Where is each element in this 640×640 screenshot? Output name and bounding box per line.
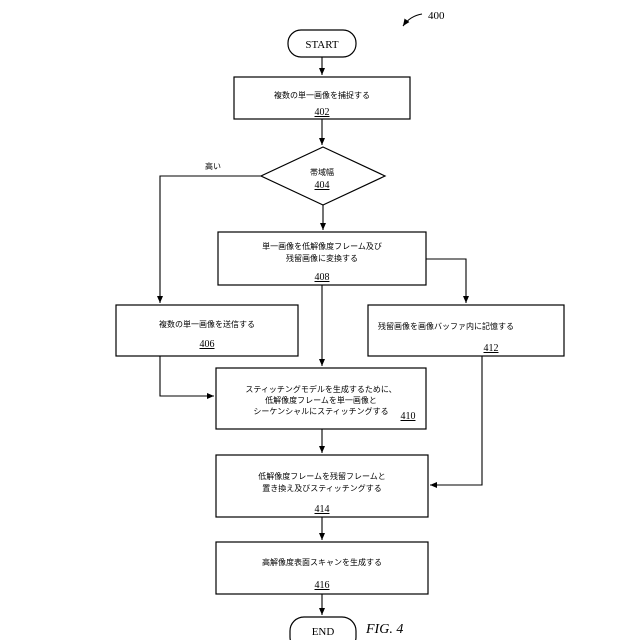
figure-reference: 400 — [403, 10, 445, 26]
step-414-number: 414 — [315, 504, 330, 515]
step-416: 高解像度表面スキャンを生成する 416 — [216, 542, 428, 594]
start-terminal: START — [288, 30, 356, 57]
step-406-number: 406 — [200, 339, 215, 350]
step-412-number: 412 — [484, 343, 499, 354]
figure-ref-arrow — [403, 14, 422, 26]
step-408-number: 408 — [315, 272, 330, 283]
edge-406-410 — [160, 356, 214, 396]
step-406-text: 複数の単一画像を送信する — [159, 319, 255, 329]
figure-caption: FIG. 4 — [365, 622, 403, 637]
figure-ref-number: 400 — [428, 10, 445, 22]
step-402-text: 複数の単一画像を捕捉する — [274, 90, 370, 100]
step-408: 単一画像を低解像度フレーム及び 残留画像に変換する 408 — [218, 232, 426, 285]
end-label: END — [312, 626, 335, 638]
step-414-text-line1: 低解像度フレームを残留フレームと — [258, 471, 386, 481]
edge-412-414 — [430, 356, 482, 485]
step-412: 残留画像を画像バッファ内に記憶する 412 — [368, 305, 564, 356]
step-408-text-line1: 単一画像を低解像度フレーム及び — [262, 241, 382, 251]
step-402: 複数の単一画像を捕捉する 402 — [234, 77, 410, 119]
step-412-text: 残留画像を画像バッファ内に記憶する — [378, 321, 514, 331]
edge-label-high: 高い — [205, 161, 221, 171]
step-408-text-line2: 残留画像に変換する — [286, 253, 358, 263]
step-414-text-line2: 置き換え及びスティッチングする — [262, 483, 382, 493]
decision-404: 帯域幅 404 — [261, 147, 385, 205]
decision-404-number: 404 — [315, 180, 330, 191]
step-410-text-line3: シーケンシャルにスティッチングする — [253, 406, 388, 416]
step-402-number: 402 — [315, 107, 330, 118]
end-terminal: END — [290, 617, 356, 640]
step-410-text-line2: 低解像度フレームを単一画像と — [265, 395, 377, 405]
step-414: 低解像度フレームを残留フレームと 置き換え及びスティッチングする 414 — [216, 455, 428, 517]
step-410-number: 410 — [401, 411, 416, 422]
step-406: 複数の単一画像を送信する 406 — [116, 305, 298, 356]
step-410-text-line1: スティッチングモデルを生成するために、 — [245, 384, 396, 394]
step-416-number: 416 — [315, 580, 330, 591]
edge-408-412 — [426, 259, 466, 303]
decision-404-text: 帯域幅 — [310, 167, 334, 177]
step-416-text: 高解像度表面スキャンを生成する — [262, 557, 382, 567]
step-410: スティッチングモデルを生成するために、 低解像度フレームを単一画像と シーケンシ… — [216, 368, 426, 429]
start-label: START — [305, 39, 339, 51]
